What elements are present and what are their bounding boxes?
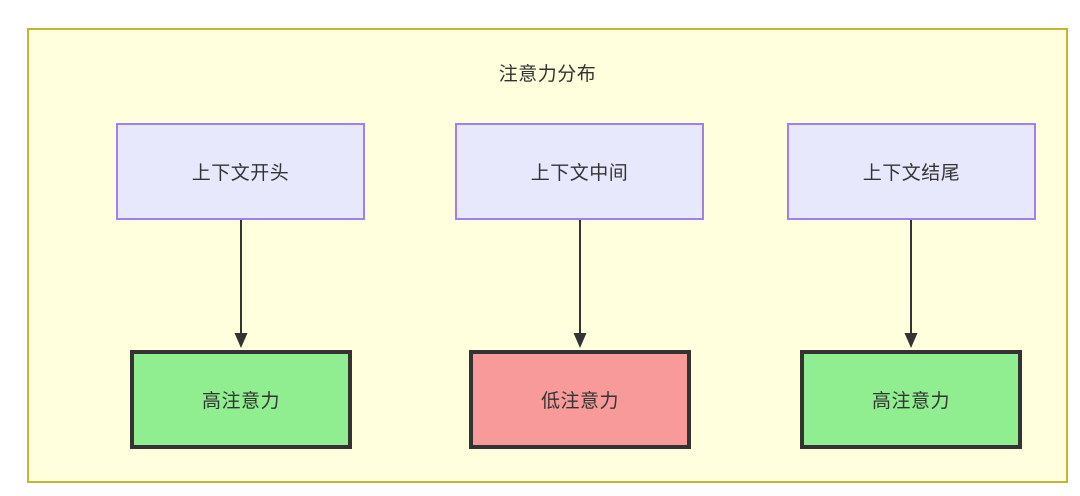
node-context-end[interactable]: 上下文结尾 (787, 123, 1036, 220)
node-low-attention-middle-label: 低注意力 (540, 391, 619, 412)
diagram-frame: 注意力分布 上下文开头 高注意力 上下文中间 低注意力 上下文结尾 (27, 28, 1068, 483)
diagram-title: 注意力分布 (498, 64, 597, 85)
node-high-attention-start-label: 高注意力 (201, 391, 280, 412)
node-context-start-label: 上下文开头 (191, 163, 290, 184)
arrow-context-start-to-high-attention (234, 220, 248, 348)
node-context-middle[interactable]: 上下文中间 (455, 123, 704, 220)
node-high-attention-end-label: 高注意力 (871, 391, 950, 412)
node-low-attention-middle[interactable]: 低注意力 (469, 350, 691, 449)
node-context-middle-label: 上下文中间 (530, 163, 629, 184)
node-context-end-label: 上下文结尾 (862, 163, 961, 184)
arrow-context-end-to-high-attention (904, 220, 918, 348)
node-high-attention-end[interactable]: 高注意力 (800, 350, 1022, 449)
node-context-start[interactable]: 上下文开头 (116, 123, 365, 220)
node-high-attention-start[interactable]: 高注意力 (130, 350, 352, 449)
arrow-context-middle-to-low-attention (573, 220, 587, 348)
